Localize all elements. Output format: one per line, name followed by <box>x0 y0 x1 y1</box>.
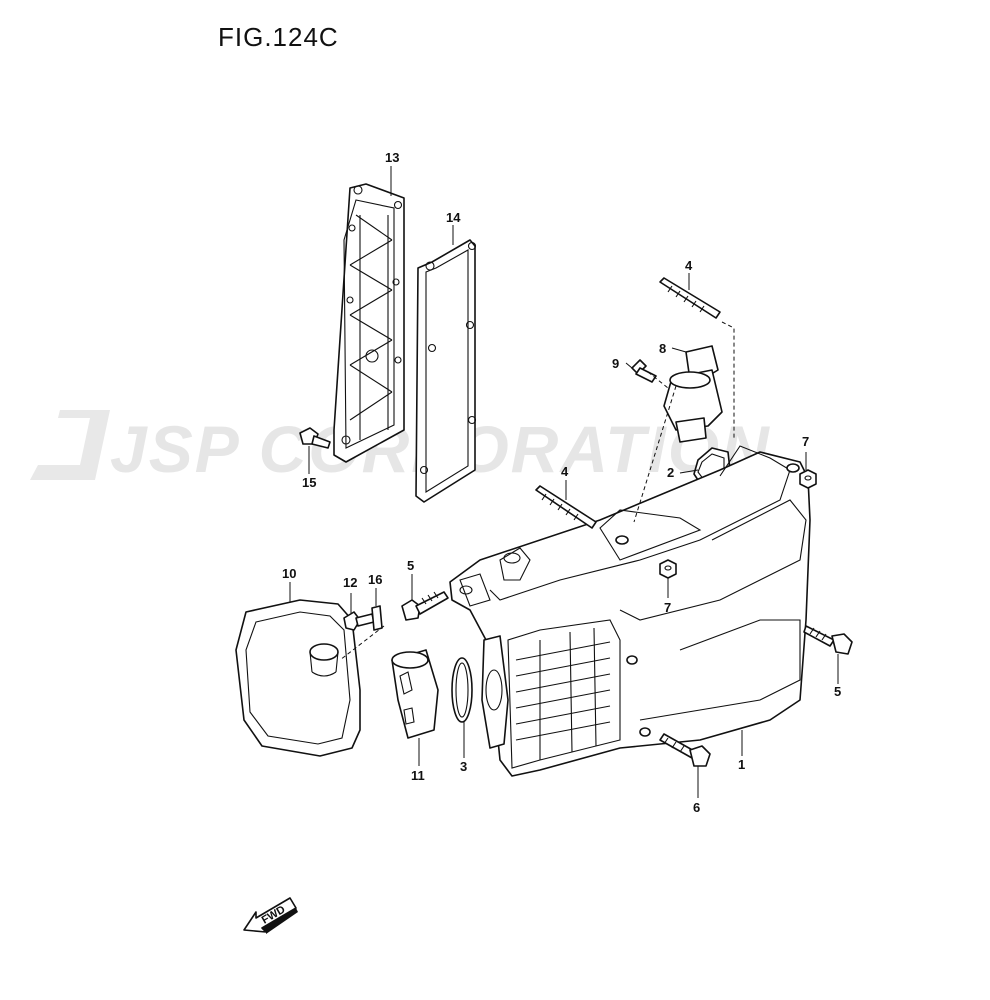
callout-16: 16 <box>368 572 382 587</box>
part-4-stud-lower <box>535 485 597 529</box>
part-1-manifold <box>449 445 811 777</box>
callout-1: 1 <box>738 757 745 772</box>
callout-5-left: 5 <box>407 558 414 573</box>
part-11-collar <box>391 649 439 739</box>
part-8-sensor <box>663 345 723 443</box>
callouts: 13 14 15 4 8 9 2 4 7 7 5 5 6 1 10 12 16 … <box>282 150 841 815</box>
part-15-bolt <box>299 427 331 449</box>
part-5-bolt-right <box>803 625 853 655</box>
part-5-bolt-left <box>401 591 449 621</box>
part-16-fitting <box>371 605 383 631</box>
callout-7-upper: 7 <box>802 434 809 449</box>
callout-15: 15 <box>302 475 316 490</box>
figure-title: FIG.124C <box>218 22 339 52</box>
part-13-cover <box>333 183 405 463</box>
callout-5-right: 5 <box>834 684 841 699</box>
part-6-bolt <box>659 733 711 767</box>
part-4-stud-upper <box>659 277 721 319</box>
callout-6: 6 <box>693 800 700 815</box>
callout-4-upper: 4 <box>685 258 693 273</box>
callout-10: 10 <box>282 566 296 581</box>
callout-9: 9 <box>612 356 619 371</box>
part-7-nut-lower <box>659 559 677 579</box>
part-10-cover <box>235 599 361 757</box>
callout-7-lower: 7 <box>664 600 671 615</box>
callout-3: 3 <box>460 759 467 774</box>
callout-8: 8 <box>659 341 666 356</box>
part-7-nut-upper <box>799 469 817 489</box>
callout-4-lower: 4 <box>561 464 569 479</box>
callout-2: 2 <box>667 465 674 480</box>
callout-14: 14 <box>446 210 461 225</box>
part-14-gasket <box>415 239 477 503</box>
part-9-screw <box>631 359 657 383</box>
fwd-arrow: FWD <box>243 897 298 934</box>
leader-lines <box>289 166 839 798</box>
part-3-oring <box>451 657 473 723</box>
callout-11: 11 <box>411 768 425 783</box>
callout-12: 12 <box>343 575 357 590</box>
callout-13: 13 <box>385 150 399 165</box>
part-12-bolt <box>343 611 375 631</box>
